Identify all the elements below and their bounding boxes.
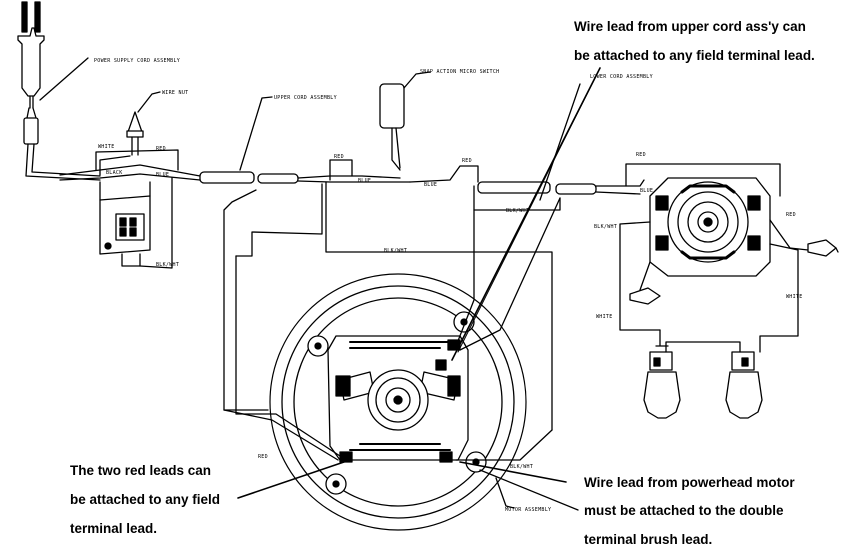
wire-label-blue-2: BLUE — [358, 178, 371, 184]
wire-label-red-5: RED — [786, 212, 796, 218]
leader-right-note — [459, 461, 567, 483]
note-powerhead-line-3: terminal brush lead. — [584, 532, 713, 547]
wire-label-red-2: RED — [334, 154, 344, 160]
label-lower-cord: LOWER CORD ASSEMBLY — [590, 74, 653, 80]
wire-label-blue-3: BLUE — [424, 182, 437, 188]
label-motor-assembly: MOTOR ASSEMBLY — [505, 507, 551, 513]
note-upper-cord-line-1: Wire lead from upper cord ass'y can — [574, 19, 806, 34]
label-power-supply-cord: POWER SUPPLY CORD ASSEMBLY — [94, 58, 180, 64]
wire-label-blkwht-4: BLK/WHT — [594, 224, 617, 230]
note-red-leads-line-3: terminal lead. — [70, 521, 158, 536]
cord-strain-relief — [23, 117, 39, 145]
wire-label-white-3: WHITE — [596, 314, 613, 320]
wire-label-white-1: WHITE — [98, 144, 115, 150]
micro-switch — [379, 83, 405, 171]
powerhead-motor — [649, 177, 771, 277]
wire-label-red-3: RED — [462, 158, 472, 164]
label-wire-nut: WIRE NUT — [162, 90, 188, 96]
lower-cord-sleeve-2 — [555, 183, 597, 195]
wire-label-blkwht-1: BLK/WHT — [156, 262, 179, 268]
wire-nut — [126, 111, 144, 156]
wire-label-red-1: RED — [156, 146, 166, 152]
wire-label-red-6: RED — [258, 454, 268, 460]
wire-label-blkwht-5: BLK/WHT — [510, 464, 533, 470]
leader-top-note-2 — [457, 75, 597, 353]
power-plug — [17, 1, 45, 109]
power-cord — [26, 107, 37, 119]
wire-label-blkwht-3: BLK/WHT — [506, 208, 529, 214]
lamp-left — [643, 351, 681, 419]
main-motor — [269, 273, 527, 531]
upper-cord-sleeve-2 — [257, 173, 299, 184]
lower-cord-sleeve-1 — [477, 181, 551, 194]
upper-cord-sleeve-1 — [199, 171, 255, 184]
note-powerhead-line-1: Wire lead from powerhead motor — [584, 475, 795, 490]
wire-label-blue-1: BLUE — [156, 172, 169, 178]
terminal-block — [99, 195, 151, 267]
wire-label-blue-4: BLUE — [640, 188, 653, 194]
wire-label-blkwht-2: BLK/WHT — [384, 248, 407, 254]
wire-nut-lower — [629, 287, 661, 305]
wire-label-red-4: RED — [636, 152, 646, 158]
note-upper-cord-line-2: be attached to any field terminal lead. — [574, 48, 815, 63]
label-upper-cord: UPPER CORD ASSEMBLY — [274, 95, 337, 101]
lamp-right — [725, 351, 763, 419]
note-red-leads-line-1: The two red leads can — [70, 463, 212, 478]
note-powerhead-line-2: must be attached to the double — [584, 503, 784, 518]
wire-nut-right — [807, 239, 837, 257]
leader-left-note — [237, 461, 345, 499]
wire-label-black: BLACK — [106, 170, 123, 176]
note-red-leads-line-2: be attached to any field — [70, 492, 221, 507]
wire-label-white-2: WHITE — [786, 294, 803, 300]
label-snap-switch: SNAP ACTION MICRO SWITCH — [420, 69, 499, 75]
